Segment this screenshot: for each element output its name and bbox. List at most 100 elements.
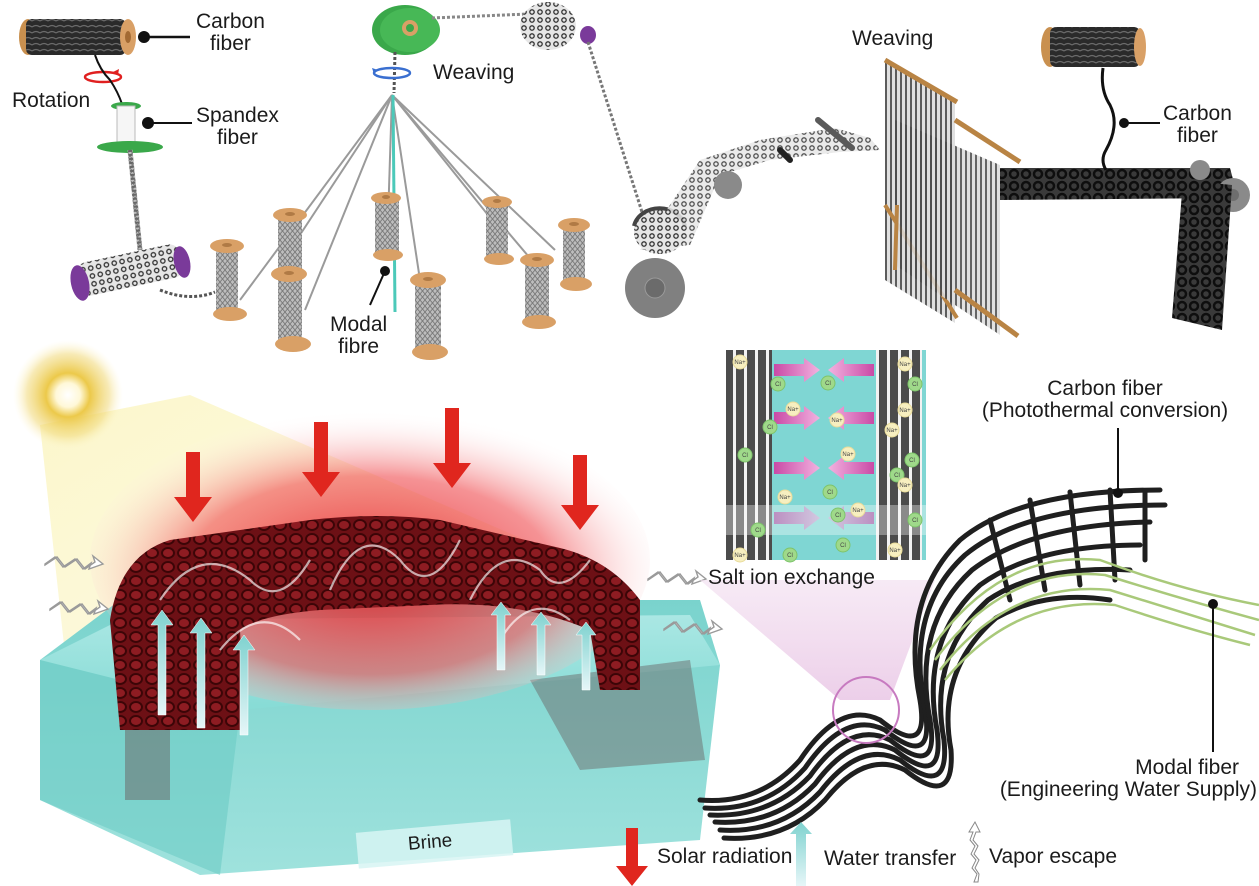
braider-green-wheel xyxy=(372,5,440,55)
solar-radiation-arrows xyxy=(174,408,599,530)
chloride-ion: Cl xyxy=(907,512,923,528)
takeup-to-winder-strand xyxy=(586,41,644,213)
label-line: (Photothermal conversion) xyxy=(981,399,1229,422)
water-transfer-arrow-icon xyxy=(790,822,812,886)
solar-radiation-arrow-icon xyxy=(616,828,648,886)
chloride-ion: Cl xyxy=(830,507,846,523)
ion-label: Cl xyxy=(825,381,831,387)
rotation-label: Rotation xyxy=(12,89,91,112)
ion-flow-arrow-right xyxy=(774,456,820,480)
ion-label: Cl xyxy=(912,382,918,388)
label-line: Carbon xyxy=(196,10,265,33)
water-arrow xyxy=(150,609,174,716)
ion-label: Na+ xyxy=(779,495,791,501)
yarn-spool xyxy=(273,208,307,274)
ion-layer: Na+ClNa+ClClNa+ClNa+ClClNa+ClNa+ClNa+ClN… xyxy=(732,354,923,563)
label-line: fiber xyxy=(1177,124,1218,147)
water-arrow xyxy=(530,611,552,676)
ion-label: Cl xyxy=(894,473,900,479)
label-line: Modal xyxy=(330,313,388,336)
ion-label: Na+ xyxy=(852,508,864,514)
ion-label: Cl xyxy=(912,518,918,524)
vapor-wisps xyxy=(159,539,591,651)
vapor-arrow xyxy=(49,598,110,616)
chloride-ion: Cl xyxy=(762,419,778,435)
zoom-cone xyxy=(700,580,935,700)
label-line: Spandex xyxy=(196,104,279,127)
chloride-ion: Cl xyxy=(904,452,920,468)
vapor-escape-arrow-icon xyxy=(968,820,981,883)
sodium-ion: Na+ xyxy=(897,402,913,418)
solar-arrow xyxy=(433,408,471,488)
water-arrow xyxy=(490,601,512,671)
yarn-spools xyxy=(210,192,592,360)
yarn-spool xyxy=(558,218,592,291)
weaving-loom-label: Weaving xyxy=(852,27,934,50)
magnifier-circle xyxy=(832,676,900,744)
vapor-arrow xyxy=(44,553,105,571)
sodium-ion: Na+ xyxy=(887,542,903,558)
label-line: fiber xyxy=(217,126,258,149)
ion-label: Na+ xyxy=(886,428,898,434)
label-line: fibre xyxy=(338,335,380,358)
vapor-arrow xyxy=(647,568,708,586)
ion-label: Cl xyxy=(835,513,841,519)
chloride-ion: Cl xyxy=(820,375,836,391)
modal-fibre-leader-line xyxy=(369,266,390,306)
carbon-fiber-spool-top-left xyxy=(19,19,136,55)
fabric-guide-rollers xyxy=(714,117,855,199)
sodium-ion: Na+ xyxy=(829,412,845,428)
spandex-fiber-label: Spandex fiber xyxy=(196,105,279,149)
sodium-ion: Na+ xyxy=(897,356,913,372)
carbon-fiber-right-leader-line xyxy=(1119,118,1160,128)
yarn-spool xyxy=(410,272,448,360)
sodium-ion: Na+ xyxy=(732,547,748,563)
ion-flow-arrow-left xyxy=(828,358,874,382)
carbon-fiber-label-top-left: Carbon fiber xyxy=(196,11,265,55)
ion-label: Cl xyxy=(742,453,748,459)
label-line: Modal fiber xyxy=(1135,756,1239,779)
legend-water-transfer-label: Water transfer xyxy=(824,847,957,870)
sodium-ion: Na+ xyxy=(897,477,913,493)
ion-label: Na+ xyxy=(899,362,911,368)
bobbin-to-spool-strand xyxy=(159,288,216,298)
ion-label: Na+ xyxy=(899,483,911,489)
sodium-ion: Na+ xyxy=(840,446,856,462)
yarn-spool xyxy=(271,266,311,352)
braider-top-strand xyxy=(431,12,529,20)
ion-flow-arrow-right xyxy=(774,406,820,430)
braid-takeup-spool xyxy=(520,2,596,50)
ion-label: Cl xyxy=(909,458,915,464)
chloride-ion: Cl xyxy=(750,522,766,538)
legend-solar-radiation-label: Solar radiation xyxy=(657,845,793,868)
carbon-feed-strand xyxy=(1100,67,1116,171)
spandex-fiber-leader-line xyxy=(142,117,192,129)
ion-label: Na+ xyxy=(899,408,911,414)
salt-ion-exchange-panel: Na+ClNa+ClClNa+ClNa+ClClNa+ClNa+ClNa+ClN… xyxy=(700,350,940,563)
carbon-woven-fabric xyxy=(1000,168,1238,200)
weaving-rotation-arrow-icon xyxy=(372,66,412,80)
sun-icon xyxy=(13,340,123,450)
sodium-ion: Na+ xyxy=(777,489,793,505)
loom-heddle-frame-front xyxy=(893,117,1022,339)
carbon-fiber-leader-line xyxy=(138,31,190,43)
legend-vapor-escape-label: Vapor escape xyxy=(989,845,1118,868)
modal-fibre-label: Modal fibre xyxy=(330,314,387,358)
ion-label: Cl xyxy=(767,425,773,431)
fiber-bundle xyxy=(697,487,1168,841)
water-transfer-arrows xyxy=(150,601,597,736)
sodium-ion: Na+ xyxy=(850,502,866,518)
covered-yarn-texture xyxy=(128,149,142,251)
legend xyxy=(616,820,981,886)
sodium-ion: Na+ xyxy=(732,354,748,370)
label-line: Carbon xyxy=(1163,102,1232,125)
vapor-escape-arrows xyxy=(44,553,724,636)
ion-label: Na+ xyxy=(734,553,746,559)
carbon-fiber-label-top-right: Carbon fiber xyxy=(1163,103,1232,147)
ion-flow-arrow-right xyxy=(774,506,820,530)
chloride-ion: Cl xyxy=(770,376,786,392)
modal-fiber-water-supply-label: Modal fiber (Engineering Water Supply) xyxy=(945,757,1257,801)
ion-label: Na+ xyxy=(842,452,854,458)
ion-label: Na+ xyxy=(734,360,746,366)
